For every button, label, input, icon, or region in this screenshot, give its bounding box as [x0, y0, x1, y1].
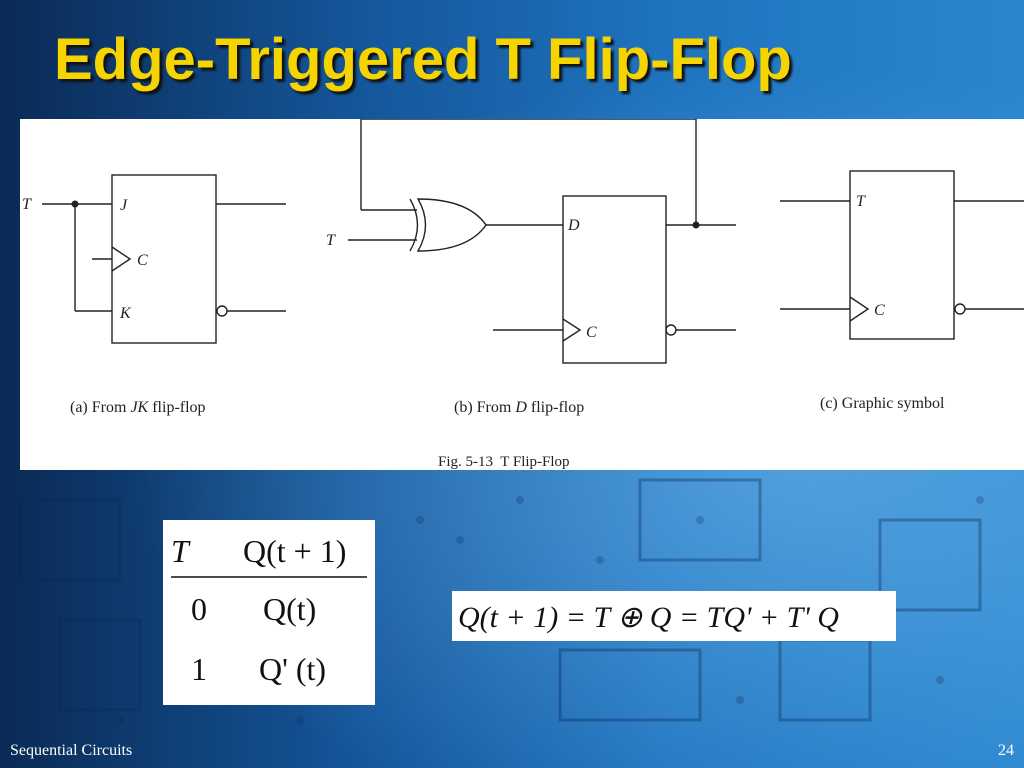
panel-a-input-label: T [22, 196, 32, 213]
d-flip-flop-box [562, 195, 667, 364]
panel-b-input-label: T [326, 232, 336, 249]
panel-b-caption: (b) From D flip-flop [454, 399, 584, 416]
table-header-q: Q(t + 1) [243, 533, 346, 569]
panel-a-pin-c: C [137, 252, 148, 269]
table-row-1-q: Q' (t) [259, 651, 326, 687]
table-header-t: T [171, 533, 191, 569]
panel-b-pin-d: D [567, 217, 580, 234]
characteristic-equation: Q(t + 1) = T ⊕ Q = TQ' + T' Q [452, 591, 896, 641]
panel-c-caption: (c) Graphic symbol [820, 395, 945, 412]
t-flip-flop-figure: T J C K T D C T C (a) From JK flip-flop … [20, 119, 1024, 470]
table-row-0-t: 0 [191, 591, 207, 627]
panel-c-pin-t: T [856, 193, 866, 210]
equation-text: Q(t + 1) = T ⊕ Q = TQ' + T' Q [458, 601, 839, 634]
panel-b-pin-c: C [586, 324, 597, 341]
panel-a-caption: (a) From JK flip-flop [70, 399, 206, 416]
characteristic-table: T Q(t + 1) 0 Q(t) 1 Q' (t) [163, 520, 375, 705]
footer-page-number: 24 [998, 742, 1014, 759]
footer-course-title: Sequential Circuits [10, 742, 133, 759]
slide-title: Edge-Triggered T Flip-Flop [54, 27, 792, 92]
panel-c-pin-c: C [874, 302, 885, 319]
junction-dot-a [71, 200, 79, 208]
panel-a-pin-k: K [119, 305, 132, 322]
equation-svg: Q(t + 1) = T ⊕ Q = TQ' + T' Q [458, 601, 839, 634]
characteristic-table-svg: T Q(t + 1) 0 Q(t) 1 Q' (t) [171, 533, 367, 687]
figure-caption: Fig. 5-13 T Flip-Flop [438, 454, 570, 470]
table-row-1-t: 1 [191, 651, 207, 687]
t-flip-flop-symbol-box [849, 170, 955, 340]
xor-input-curve [409, 198, 419, 252]
xor-gate [416, 198, 487, 252]
panel-a-pin-j: J [120, 197, 128, 214]
table-row-0-q: Q(t) [263, 591, 316, 627]
junction-dot-b [692, 221, 700, 229]
circuit-diagrams: T J C K T D C T C (a) From JK flip-flop … [22, 119, 1024, 470]
